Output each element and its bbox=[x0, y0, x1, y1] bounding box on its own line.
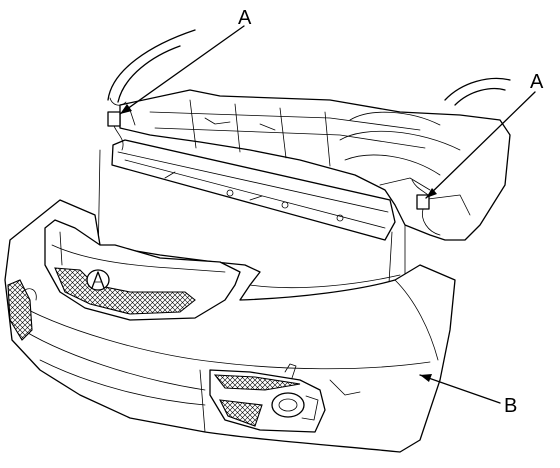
callout-a-right: A bbox=[425, 71, 544, 199]
front-grille bbox=[44, 219, 241, 321]
bumper-absorber bbox=[111, 139, 396, 241]
callout-b: B bbox=[419, 374, 517, 417]
left-lower-grille bbox=[7, 279, 37, 341]
left-fog-light-connector bbox=[107, 97, 127, 151]
callout-label-a-left: A bbox=[238, 7, 252, 29]
vehicle-body-outline bbox=[107, 29, 511, 106]
callout-a-left: A bbox=[119, 7, 252, 115]
acura-emblem bbox=[86, 269, 110, 291]
callout-label-b: B bbox=[504, 395, 517, 417]
right-fog-light-opening bbox=[209, 363, 326, 433]
radiator-support-frame bbox=[119, 89, 511, 241]
right-fog-light-connector bbox=[411, 179, 441, 236]
callout-label-a-right: A bbox=[530, 71, 544, 93]
